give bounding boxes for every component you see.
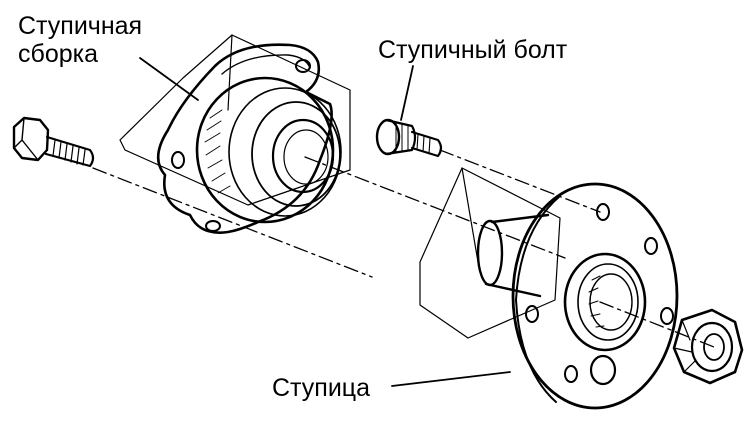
hub-assembly-flange-hole (295, 59, 311, 73)
hub-flange-outer (511, 182, 679, 410)
hub-nut-face (690, 321, 734, 373)
center-lines (92, 149, 715, 348)
hub-center-bore-ring (577, 263, 639, 341)
hub-flange-hole (564, 365, 578, 383)
hub-assembly-flange-hole (171, 151, 185, 169)
hub-assembly-box-edge (227, 34, 233, 111)
hub-bolt-knurl (384, 118, 417, 156)
axis-line-hub (599, 301, 715, 348)
hub-spindle-end (476, 219, 504, 287)
hub-assembly-bearing-bore-inner (283, 129, 329, 185)
hub-assembly-flange-hole (205, 220, 221, 232)
hub-assembly-label-line1: Ступичная (18, 12, 143, 40)
hub-nut-bore (703, 333, 725, 361)
leader-hub (391, 371, 511, 387)
hub-flange-large-hole (589, 354, 617, 386)
hub-assembly-label-line2: сборка (18, 40, 99, 68)
left-bolt-shank (44, 135, 95, 168)
hub-bolt-thread (416, 133, 431, 155)
leader-lines (139, 57, 511, 387)
hub-box-edge (461, 167, 479, 263)
hub-bolt (375, 118, 443, 158)
hub-outline-box (419, 167, 561, 339)
hub-flange-hole (660, 307, 674, 325)
hub-assembly-hatching (204, 109, 231, 194)
hub-assembly-bearing-rim (228, 87, 342, 217)
hub-flange-hole (596, 203, 610, 221)
hub-label: Ступица (272, 374, 371, 402)
hub-center-bore-inner (589, 273, 633, 331)
hub-assembly-flange-inner (221, 54, 311, 75)
left-bolt (12, 116, 95, 168)
hub-flange-hole (644, 237, 658, 255)
axis-line-bolt (439, 149, 601, 213)
left-bolt-head (12, 116, 50, 162)
leader-hub-assembly (139, 57, 199, 101)
axis-line-main (92, 167, 373, 278)
hub-assembly (119, 34, 351, 234)
hub-nut-body (672, 308, 744, 385)
hub-bolt-label: Ступичный болт (378, 36, 568, 64)
hub-assembly-bearing-outer (195, 76, 335, 224)
hub (419, 167, 679, 410)
hub-center-bore (563, 252, 647, 352)
hub-flange-edge (515, 195, 561, 403)
hub-bolt-knurl-lines (395, 121, 409, 153)
hub-bolt-shank (410, 130, 443, 158)
hub-assembly-label: Ступичная сборка (18, 12, 188, 68)
left-bolt-thread (52, 139, 86, 166)
hub-nut (672, 308, 744, 385)
hub-assembly-outline-box (119, 34, 351, 206)
leader-hub-bolt (400, 65, 414, 121)
hub-assembly-bearing-bore (271, 118, 335, 194)
left-bolt-head-edge (13, 117, 39, 161)
hub-assembly-bearing-seal (251, 101, 341, 207)
axis-line-spindle (304, 156, 566, 259)
hub-splines (588, 275, 605, 328)
hub-flange-hole (525, 305, 539, 323)
hub-assembly-flange (156, 43, 333, 234)
